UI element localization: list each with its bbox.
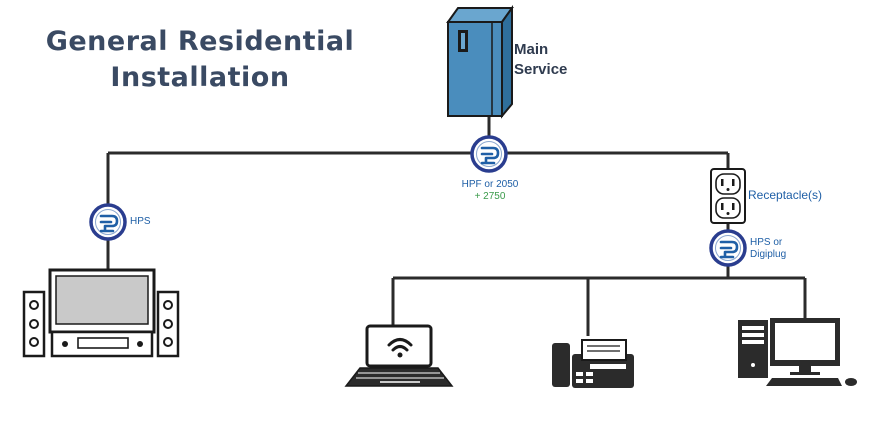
fax-machine-icon xyxy=(552,339,634,388)
duplex-outlet-icon xyxy=(710,168,746,224)
hps-digiplug-label: HPS or Digiplug xyxy=(750,237,786,261)
diagram-title: General Residential Installation xyxy=(30,24,370,96)
desktop-computer-icon xyxy=(738,318,857,386)
laptop-wifi-icon xyxy=(344,324,454,387)
main-service-label-line2: Service xyxy=(514,61,568,78)
hpf-label-line2: + 2750 xyxy=(474,191,506,202)
protector-main xyxy=(470,135,508,173)
hps-left-label: HPS xyxy=(130,216,151,227)
home-theater-icon xyxy=(22,268,180,358)
hpf-label-line1: HPF or 2050 xyxy=(461,179,519,190)
protector-hps-left xyxy=(89,203,127,241)
main-service-label-line1: Main xyxy=(514,41,549,58)
receptacles-label: Receptacle(s) xyxy=(748,188,823,202)
wiring xyxy=(106,116,807,336)
main-service-label: Main Service xyxy=(514,40,567,80)
protector-hps-right xyxy=(709,229,747,267)
hps-digiplug-label-line1: HPS or xyxy=(750,237,783,248)
title-line-1: General Residential xyxy=(45,26,355,57)
title-line-2: Installation xyxy=(110,62,290,93)
hps-digiplug-label-line2: Digiplug xyxy=(750,249,787,260)
main-service-panel-icon xyxy=(446,4,514,119)
